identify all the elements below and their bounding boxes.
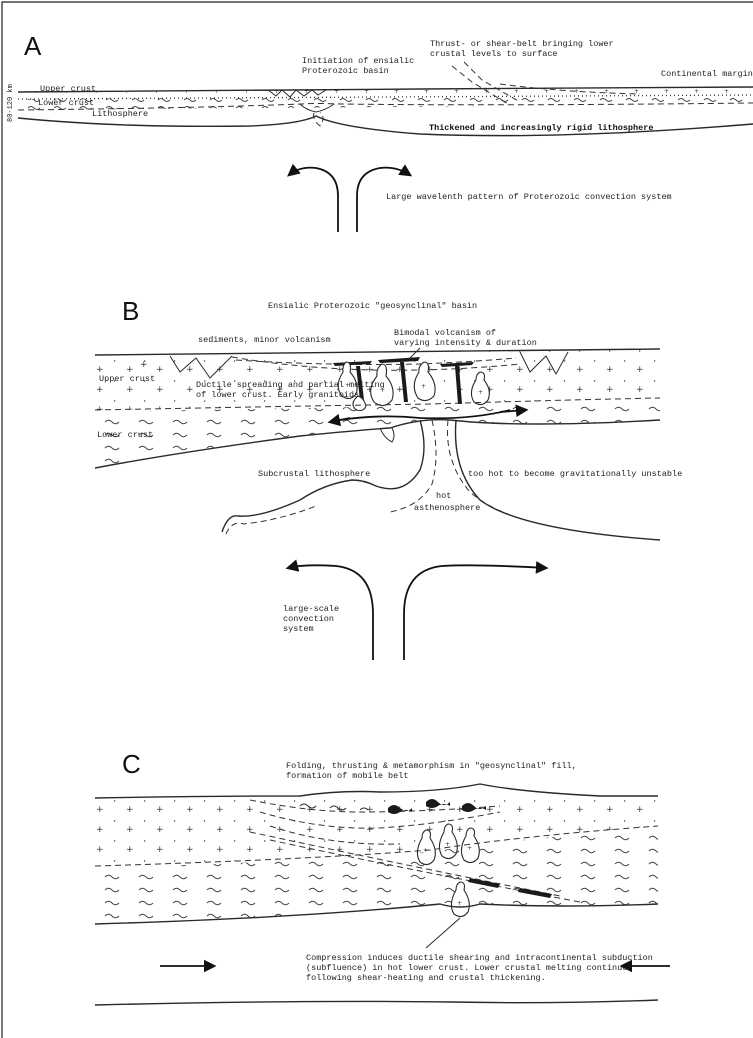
subcrustal-lithosphere-label: Subcrustal lithosphere [258,469,370,479]
asthenosphere-label: asthenosphere [414,503,480,513]
upper-crust-label-b: Upper crust [99,374,155,384]
bimodal-label-line1: Bimodal volcanism of [394,328,496,338]
lithosphere-base-c [95,1000,658,1005]
pluton-cross-4: + [478,389,483,396]
panel-a: A Initiation of ensialic Proterozoic bas… [7,31,753,232]
panel-b: B Ensialic Proterozoic "geosynclinal" ba… [95,296,682,660]
thrust-label-line1: Thrust- or shear-belt bringing lower [430,39,614,49]
lithosphere-label-a: Lithosphere [92,109,148,119]
panel-c-letter: C [122,749,141,779]
upwelling-dash-right [447,420,508,514]
upper-crust-label-a: Upper crust [40,84,96,94]
compression-leader-line [426,918,460,948]
convection-label-line3: system [283,624,314,634]
basin-title-label: Ensialic Proterozoic "geosynclinal" basi… [268,301,477,311]
ductile-label-line2: of lower crust. Early granitoids. [196,390,364,400]
ductile-label-line1: Ductile spreading and partial melting [196,380,385,390]
continental-margin-label: Continental margin [661,69,753,79]
convection-arrow-right-b [404,565,546,660]
panel-a-letter: A [24,31,42,61]
too-hot-label: too hot to become gravitationally unstab… [468,469,682,479]
pluton-cross-3: + [421,383,426,390]
initiation-label-line2: Proterozoic basin [302,66,389,76]
compression-label-line2: (subfluence) in hot lower crust. Lower c… [306,963,632,973]
convection-label-line2: convection [283,614,334,624]
thickened-lithosphere-label: Thickened and increasingly rigid lithosp… [429,123,653,133]
panel-c: C Folding, thrusting & metamorphism in "… [95,749,670,1005]
lower-crust-region-b [95,400,660,468]
convection-label-line1: large-scale [283,604,339,614]
thrust-label-line2: crustal levels to surface [430,49,558,59]
compression-label-line1: Compression induces ductile shearing and… [306,953,653,963]
pluton-cross-c4: + [457,900,462,907]
initiation-label-line1: Initiation of ensialic [302,56,414,66]
folding-label-line1: Folding, thrusting & metamorphism in "ge… [286,761,577,771]
convection-arrow-left-a [289,168,338,232]
folding-label-line2: formation of mobile belt [286,771,408,781]
cross-1: + [140,360,148,370]
convection-label-a: Large wavelenth pattern of Proterozoic c… [386,192,672,202]
lower-crust-label-b: Lower crust [97,430,153,440]
depth-scale-label: 80-120 km [7,84,15,122]
lithosphere-dash-b [226,506,316,534]
panel-b-letter: B [122,296,139,326]
upwelling-dash-left [390,420,436,512]
lithosphere-base-right-b [456,420,661,540]
sediments-label: sediments, minor volcanism [198,335,331,345]
compression-label-line3: following shear-heating and crustal thic… [306,973,546,983]
hot-label: hot [436,491,451,501]
bimodal-label-line2: varying intensity & duration [394,338,537,348]
moho-pendant-b [380,428,394,442]
lower-crust-label-a: Lower crust [38,98,94,108]
